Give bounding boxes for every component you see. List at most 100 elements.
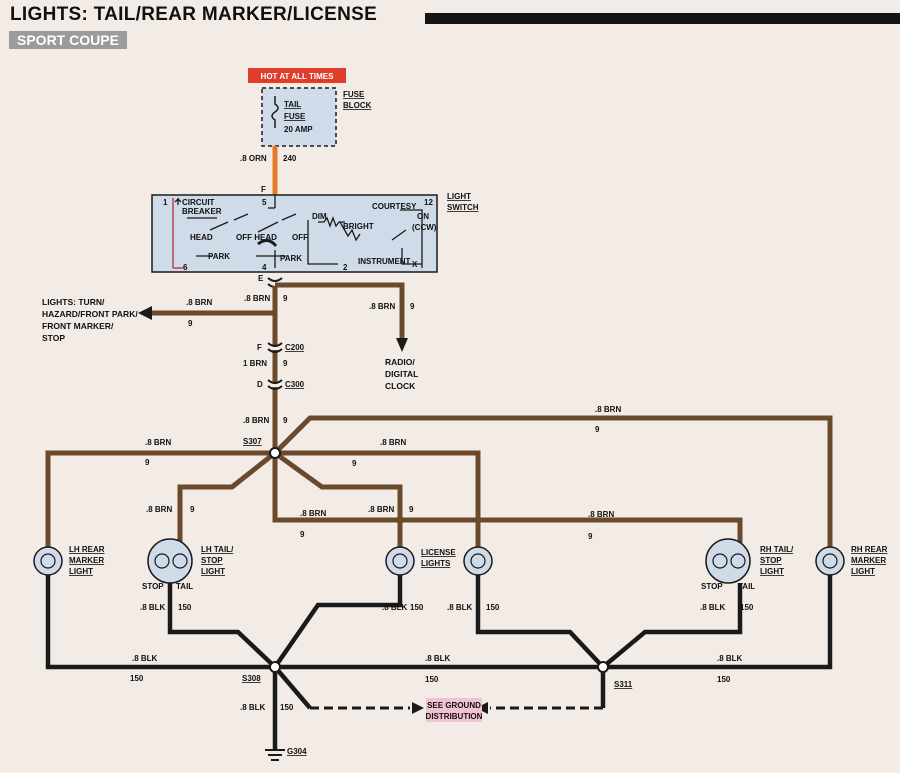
svg-text:9: 9 — [410, 302, 415, 311]
svg-text:HOT AT ALL TIMES: HOT AT ALL TIMES — [261, 72, 335, 81]
svg-text:CIRCUIT: CIRCUIT — [182, 198, 215, 207]
light-switch-label-1: LIGHT — [447, 192, 471, 201]
fuse-block: TAIL FUSE 20 AMP — [261, 87, 337, 147]
svg-text:9: 9 — [595, 425, 600, 434]
svg-text:STOP: STOP — [760, 556, 782, 565]
svg-text:9: 9 — [352, 459, 357, 468]
svg-text:SEE GROUND: SEE GROUND — [427, 701, 481, 710]
svg-text:4: 4 — [262, 263, 267, 272]
svg-text:BREAKER: BREAKER — [182, 207, 222, 216]
lh-tail-stop-lamp — [147, 538, 193, 584]
svg-text:5: 5 — [262, 198, 267, 207]
ground-arrow-left — [412, 702, 424, 714]
svg-text:.8 BLK: .8 BLK — [140, 603, 166, 612]
svg-text:PARK: PARK — [208, 252, 230, 261]
svg-text:.8 BLK: .8 BLK — [717, 654, 743, 663]
svg-text:2: 2 — [343, 263, 348, 272]
radio-label-2: DIGITAL — [385, 369, 418, 379]
svg-text:OFF: OFF — [292, 233, 308, 242]
svg-text:RH REAR: RH REAR — [851, 545, 888, 554]
light-switch: 1 5 12 CIRCUIT BREAKER COURTESY ON (CCW)… — [151, 194, 438, 273]
svg-text:.8 BRN: .8 BRN — [145, 438, 171, 447]
rh-rear-marker-lamp — [815, 546, 845, 576]
switch-terminal-e: E — [258, 274, 264, 283]
svg-text:9: 9 — [283, 359, 288, 368]
svg-text:S308: S308 — [242, 674, 261, 683]
splice-s308 — [269, 661, 281, 673]
turn-lights-label-2: HAZARD/FRONT PARK/ — [42, 309, 138, 319]
svg-text:F: F — [257, 343, 262, 352]
turn-lights-label-1: LIGHTS: TURN/ — [42, 297, 105, 307]
svg-text:(CCW): (CCW) — [412, 223, 437, 232]
svg-text:12: 12 — [424, 198, 433, 207]
svg-text:.8 BRN: .8 BRN — [244, 294, 270, 303]
svg-text:TAIL: TAIL — [738, 582, 755, 591]
page-subtitle: SPORT COUPE — [9, 31, 127, 49]
svg-text:9: 9 — [145, 458, 150, 467]
fuse-name-2: FUSE — [284, 112, 306, 121]
svg-text:9: 9 — [409, 505, 414, 514]
svg-text:.8 BLK: .8 BLK — [132, 654, 158, 663]
svg-text:150: 150 — [280, 703, 294, 712]
brown-wire-trunk — [150, 282, 405, 453]
turn-lights-label-3: FRONT MARKER/ — [42, 321, 114, 331]
fuse-rating: 20 AMP — [284, 125, 313, 134]
ground-distribution-box: SEE GROUND DISTRIBUTION — [426, 698, 483, 722]
svg-text:HEAD: HEAD — [190, 233, 213, 242]
svg-text:OFF HEAD: OFF HEAD — [236, 233, 277, 242]
svg-text:9: 9 — [188, 319, 193, 328]
connector-c200: C200 — [285, 343, 305, 352]
svg-text:TAIL: TAIL — [176, 582, 193, 591]
svg-text:.8 BRN: .8 BRN — [588, 510, 614, 519]
svg-text:MARKER: MARKER — [69, 556, 104, 565]
svg-text:DIM: DIM — [312, 212, 327, 221]
svg-text:.8 BRN: .8 BRN — [595, 405, 621, 414]
svg-text:.8 BLK: .8 BLK — [240, 703, 266, 712]
hot-at-all-times-tag: HOT AT ALL TIMES — [248, 68, 346, 83]
svg-text:PARK: PARK — [280, 254, 302, 263]
svg-text:1 BRN: 1 BRN — [243, 359, 267, 368]
svg-text:LH TAIL/: LH TAIL/ — [201, 545, 234, 554]
connector-c300: C300 — [285, 380, 305, 389]
svg-text:G304: G304 — [287, 747, 307, 756]
svg-text:150: 150 — [130, 674, 144, 683]
svg-text:STOP: STOP — [201, 556, 223, 565]
svg-text:LIGHT: LIGHT — [201, 567, 225, 576]
svg-text:.8 BRN: .8 BRN — [146, 505, 172, 514]
lh-rear-marker-lamp — [33, 546, 63, 576]
svg-text:LICENSE: LICENSE — [421, 548, 456, 557]
svg-text:LIGHT: LIGHT — [69, 567, 93, 576]
radio-label-3: CLOCK — [385, 381, 416, 391]
svg-text:.8 BLK: .8 BLK — [382, 603, 408, 612]
light-switch-label-2: SWITCH — [447, 203, 479, 212]
svg-text:150: 150 — [425, 675, 439, 684]
license-lamp-1 — [385, 546, 415, 576]
svg-text:150: 150 — [486, 603, 500, 612]
orange-wire-size: .8 ORN — [240, 154, 267, 163]
svg-text:9: 9 — [588, 532, 593, 541]
svg-text:STOP: STOP — [701, 582, 723, 591]
svg-text:150: 150 — [740, 603, 754, 612]
ground-g304 — [265, 749, 285, 761]
svg-text:9: 9 — [190, 505, 195, 514]
svg-text:6: 6 — [183, 263, 188, 272]
radio-arrow — [396, 338, 408, 352]
svg-text:LH REAR: LH REAR — [69, 545, 105, 554]
svg-text:.8 BRN: .8 BRN — [369, 302, 395, 311]
black-ground-wires — [45, 575, 833, 750]
svg-text:.8 BRN: .8 BRN — [368, 505, 394, 514]
turn-lights-label-4: STOP — [42, 333, 65, 343]
svg-text:.8 BLK: .8 BLK — [700, 603, 726, 612]
fuse-name-1: TAIL — [284, 100, 301, 109]
fuse-block-label-1: FUSE — [343, 90, 365, 99]
switch-terminal-f: F — [261, 185, 266, 194]
svg-text:.8 BRN: .8 BRN — [300, 509, 326, 518]
svg-text:S311: S311 — [614, 680, 633, 689]
svg-text:S307: S307 — [243, 437, 262, 446]
svg-text:9: 9 — [283, 294, 288, 303]
svg-text:MARKER: MARKER — [851, 556, 886, 565]
brown-wire-branches — [45, 415, 833, 548]
svg-text:COURTESY: COURTESY — [372, 202, 417, 211]
svg-text:150: 150 — [717, 675, 731, 684]
